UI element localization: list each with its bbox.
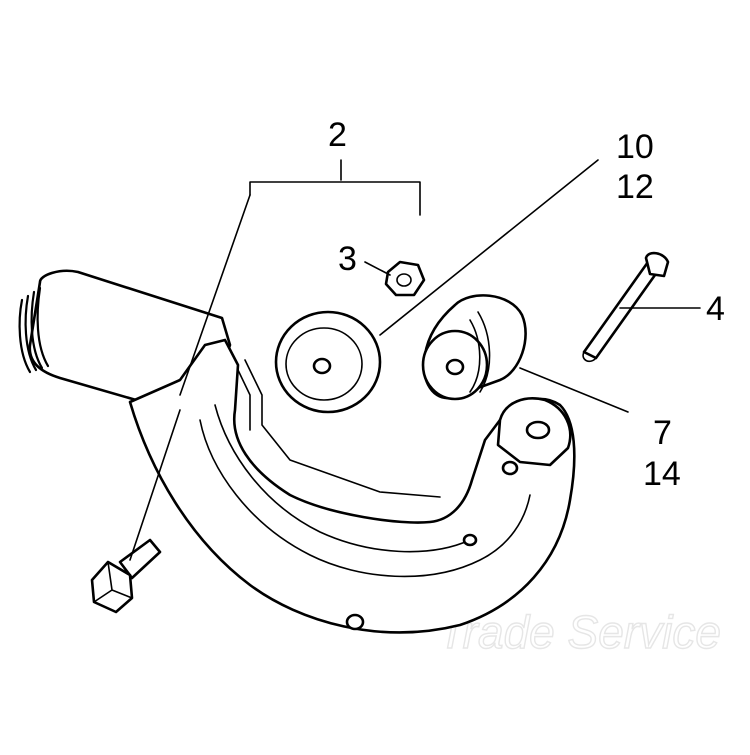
callout-2: 2 <box>328 116 347 154</box>
pin-tip <box>582 351 597 363</box>
cutter-frame <box>18 269 576 634</box>
roller-hole <box>445 358 465 376</box>
leader-2-bracket <box>249 159 421 216</box>
cutter-wheel <box>274 310 382 414</box>
cutter-wheel-face <box>285 327 363 401</box>
callout-14: 14 <box>643 455 681 493</box>
leader-2-frame <box>179 194 251 396</box>
nut-hole <box>396 273 412 287</box>
bolt <box>90 538 162 614</box>
frame-threads <box>18 286 50 374</box>
callout-10: 10 <box>616 128 654 166</box>
callout-7: 7 <box>653 414 672 452</box>
leader-10-12 <box>379 159 599 336</box>
callout-3: 3 <box>338 240 357 278</box>
pin <box>582 251 670 363</box>
pivot-hole <box>525 420 551 440</box>
frame-hole-middle <box>462 533 478 547</box>
pin-head <box>644 251 670 278</box>
pin-shank <box>582 260 662 360</box>
nut-body <box>384 260 426 297</box>
frame-c-body <box>128 338 576 634</box>
nut <box>384 260 426 297</box>
leader-2-bolt <box>129 409 181 561</box>
leader-lines <box>129 159 701 561</box>
callout-12: 12 <box>616 168 654 206</box>
frame-inner-channel <box>199 404 531 578</box>
frame-jaw-slot <box>237 359 441 498</box>
leader-3 <box>364 261 391 276</box>
callouts: 2 3 4 7 10 12 14 <box>328 116 725 493</box>
bolt-head-flat <box>93 561 133 603</box>
roller-groove <box>469 311 491 393</box>
cutter-wheel-hole <box>312 357 332 375</box>
frame-hole-upper <box>501 460 519 476</box>
roller <box>421 294 527 401</box>
callout-4: 4 <box>706 290 725 328</box>
frame-hole-lower <box>345 613 365 631</box>
leader-7-14 <box>519 367 629 413</box>
